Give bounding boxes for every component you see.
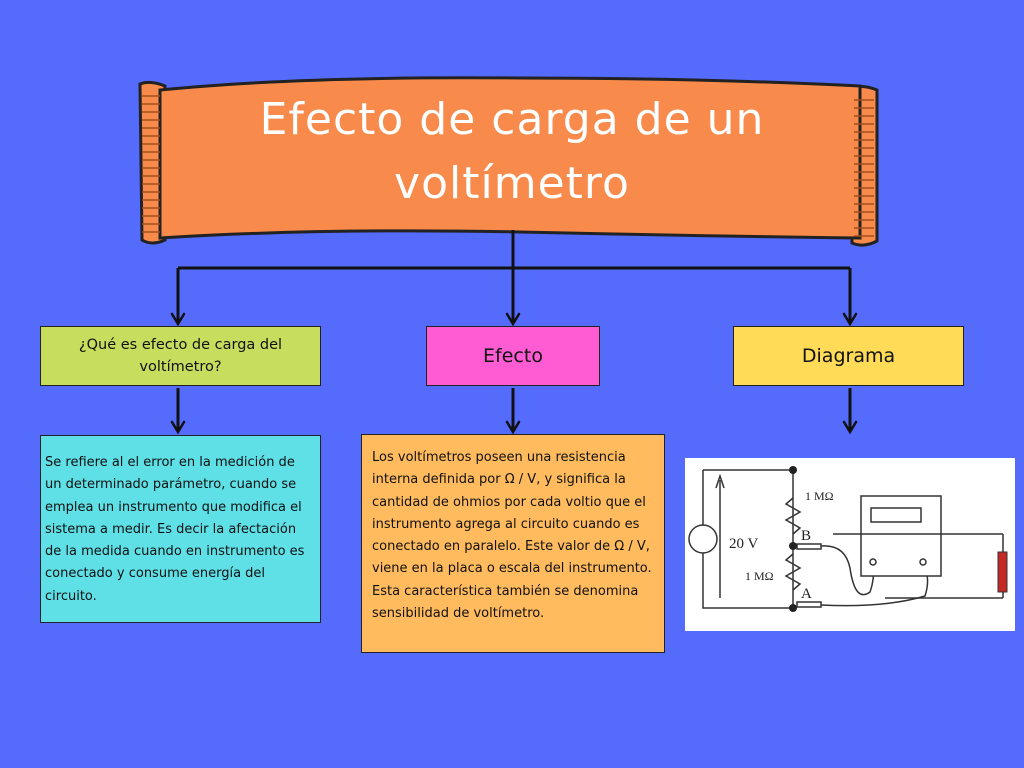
detail-efecto-text: Los voltímetros poseen una resistencia i… [372, 450, 652, 622]
detail-definicion: Se refiere al el error en la medición de… [40, 435, 321, 623]
detail-efecto: Los voltímetros poseen una resistencia i… [361, 434, 665, 653]
node-que-es: ¿Qué es efecto de carga del voltímetro? [40, 326, 321, 386]
node-efecto-label: Efecto [483, 345, 543, 367]
node-diagrama: Diagrama [733, 326, 964, 386]
page-title: Efecto de carga de un voltímetro [180, 88, 844, 216]
circuit-diagram: 20 V 1 MΩ 1 MΩ B A [685, 458, 1015, 631]
resistor-top-icon [784, 497, 802, 535]
resistor-bottom-label: 1 MΩ [745, 569, 774, 583]
source-voltage-label: 20 V [729, 536, 758, 552]
node-diagrama-label: Diagrama [801, 345, 896, 367]
node-b-label: B [801, 528, 811, 544]
detail-definicion-text: Se refiere al el error en la medición de… [45, 455, 305, 604]
resistor-bottom-icon [784, 553, 802, 591]
node-efecto: Efecto [426, 326, 600, 386]
load-resistor-icon [997, 551, 1008, 593]
resistor-top-label: 1 MΩ [805, 489, 834, 503]
node-que-es-label: ¿Qué es efecto de carga del voltímetro? [78, 337, 283, 375]
title-line-1: Efecto de carga de un [259, 94, 765, 145]
title-banner [138, 76, 879, 247]
title-line-2: voltímetro [394, 158, 630, 209]
node-a-label: A [801, 586, 812, 602]
voltage-source-icon [688, 524, 718, 554]
